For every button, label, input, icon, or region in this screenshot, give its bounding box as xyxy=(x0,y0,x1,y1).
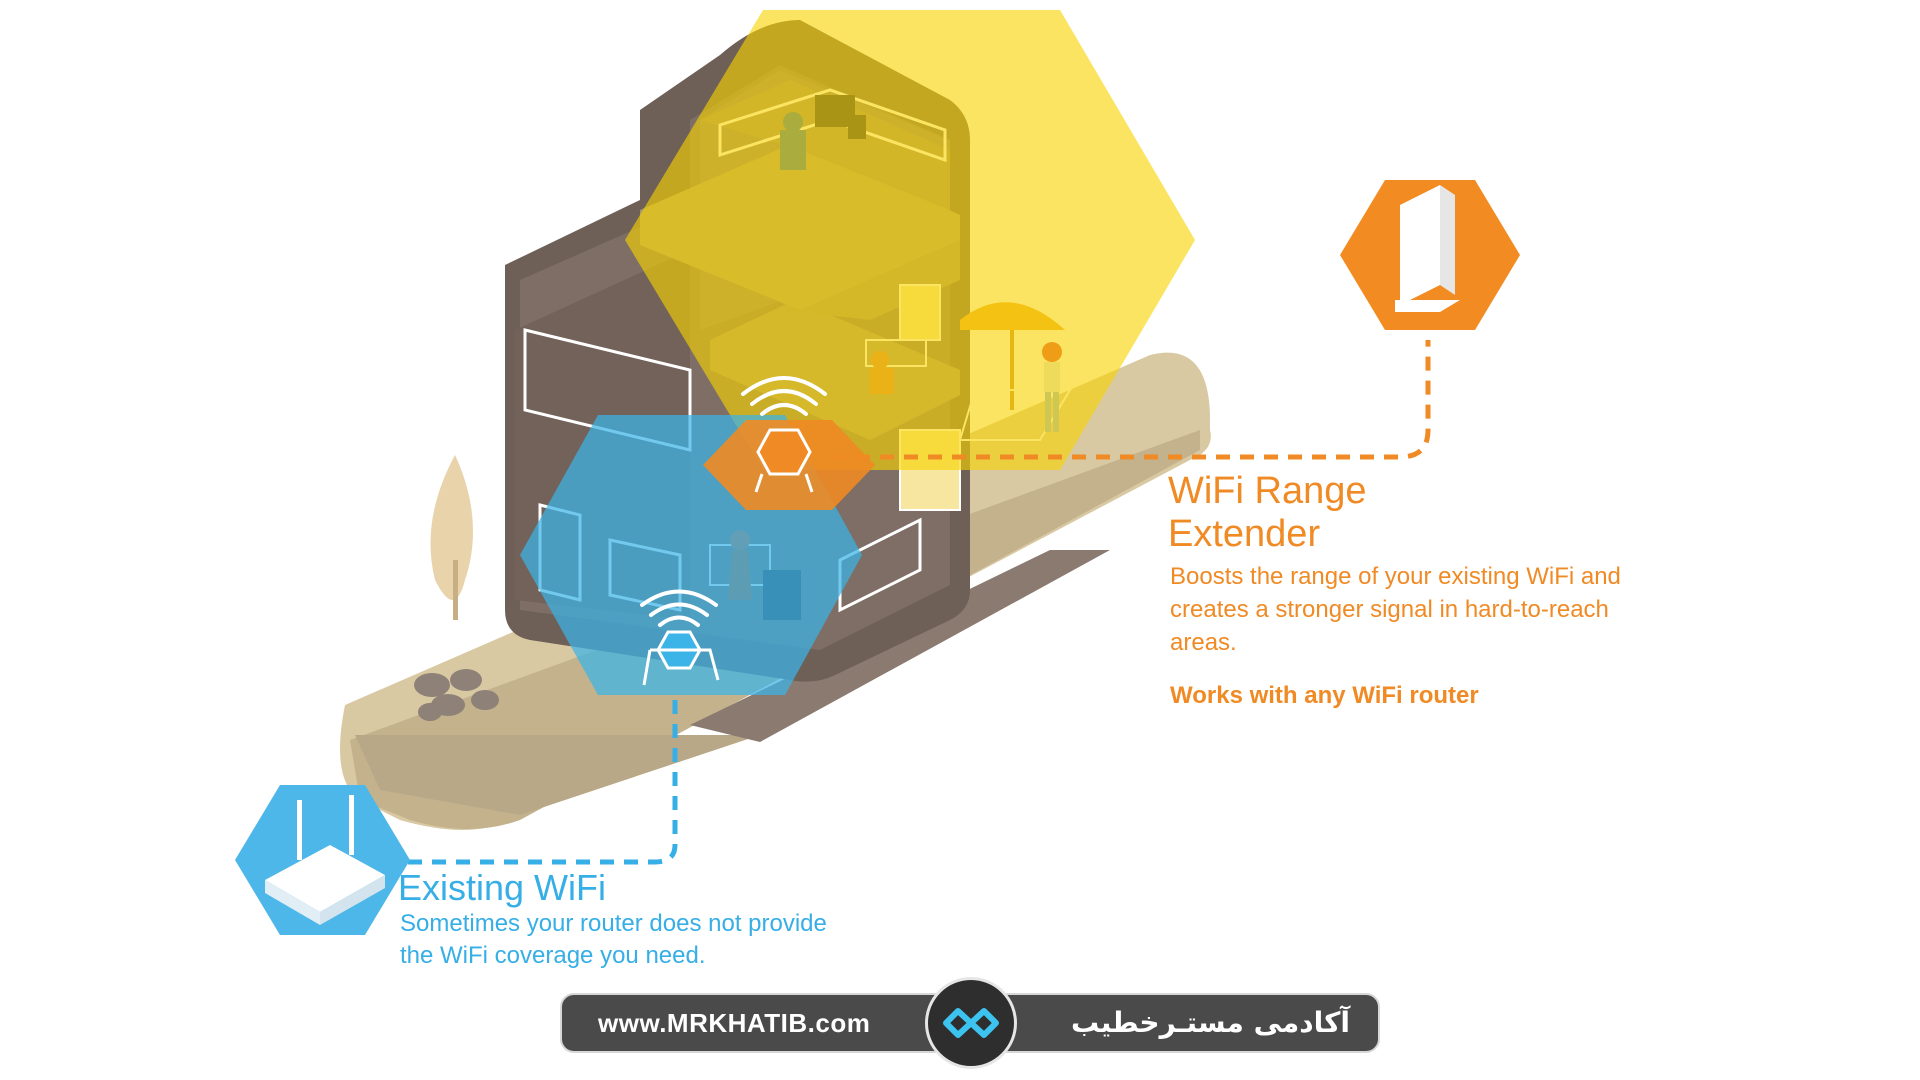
footer-url-link[interactable]: www.MRKHATIB.com xyxy=(598,1008,871,1038)
infinity-icon xyxy=(943,1008,999,1038)
extender-description: Boosts the range of your existing WiFi a… xyxy=(1170,563,1621,656)
range-extender-icon xyxy=(1340,180,1520,330)
stepping-stones xyxy=(414,669,499,721)
extender-in-house-icon xyxy=(703,420,875,510)
router-link-line xyxy=(405,700,678,865)
extender-link-line xyxy=(832,340,1431,460)
extender-coverage-zone xyxy=(625,10,1195,470)
extender-title: WiFi Range Extender xyxy=(1168,470,1367,555)
existing-wifi-description: Sometimes your router does not provide t… xyxy=(400,910,827,969)
existing-wifi-title: Existing WiFi xyxy=(398,867,607,908)
wifi-signal-icon xyxy=(741,376,827,416)
tree xyxy=(430,455,473,620)
extender-compatibility-note: Works with any WiFi router xyxy=(1170,682,1479,709)
router-icon xyxy=(235,785,410,935)
footer-brand-name: آکادمی مستـرخطیب xyxy=(1071,1006,1350,1039)
brand-logo xyxy=(925,977,1017,1069)
wifi-signal-icon xyxy=(640,589,718,627)
router-in-house-icon xyxy=(642,630,720,686)
